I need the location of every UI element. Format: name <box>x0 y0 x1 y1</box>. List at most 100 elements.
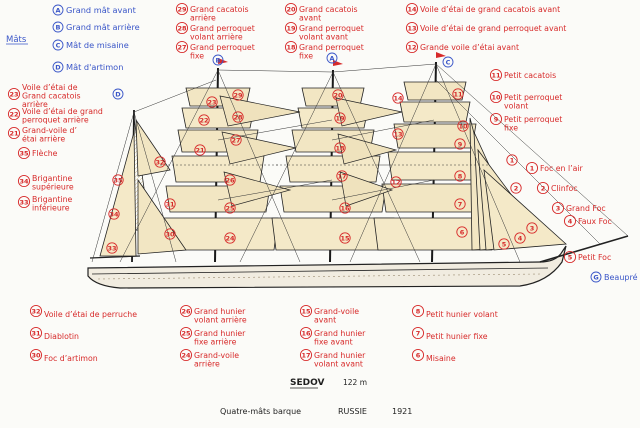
legend-8-marker-text: 8 <box>416 307 421 315</box>
legend-19-marker: 19 <box>284 21 298 35</box>
mast-legend-d-marker-text: D <box>55 63 61 71</box>
legend-6-label: Misaine <box>426 354 456 363</box>
legend-beaupre-marker: G <box>590 271 602 283</box>
sail-8-marker: 8 <box>454 170 466 182</box>
legend-20-marker-text: 20 <box>286 5 296 13</box>
sail-23-marker-text: 23 <box>207 98 216 106</box>
sail-29-marker-text: 29 <box>233 91 243 99</box>
sail-17-marker: 17 <box>336 170 348 182</box>
mast-legend-b-marker-text: B <box>56 23 61 31</box>
legend-beaupre-label: Beaupré <box>604 272 638 282</box>
legend-32-label: Voile d’étai de perruche <box>44 310 137 319</box>
sail-7-marker-text: 7 <box>458 200 463 208</box>
legend-24-marker-text: 24 <box>181 351 191 359</box>
sail-14-marker-text: 14 <box>393 94 403 102</box>
sail-2-marker-text: 2 <box>514 184 519 192</box>
legend-20-marker: 20 <box>284 2 298 16</box>
legend-3-marker: 3 <box>551 201 565 215</box>
masts-heading: Mâts <box>6 35 27 45</box>
legend-19-marker-text: 19 <box>286 24 296 32</box>
legend-11-label: Petit cacatois <box>504 71 556 80</box>
sail-10-marker: 10 <box>457 120 469 132</box>
sail-18-marker-text: 18 <box>335 144 345 152</box>
legend-16-marker: 16 <box>299 326 313 340</box>
sail-1-marker: 1 <box>506 154 518 166</box>
ship-hull <box>87 235 629 289</box>
headsails <box>469 117 567 251</box>
sail-6-marker: 6 <box>456 226 468 238</box>
sail-6-marker-text: 6 <box>460 228 465 236</box>
legend-15-marker: 15 <box>299 304 313 318</box>
ship-type: Quatre-mâts barque <box>220 407 301 416</box>
sail-32-marker-text: 32 <box>155 158 164 166</box>
legend-12-marker: 12 <box>405 40 419 54</box>
sail-25-marker: 25 <box>224 202 236 214</box>
legend-17-marker-text: 17 <box>301 351 310 359</box>
sail-34-marker-text: 34 <box>109 210 119 218</box>
mast-D-marker: D <box>112 88 124 100</box>
legend-28-marker: 28 <box>175 21 189 35</box>
sails-mast-D <box>99 117 187 257</box>
legend-1-marker-text: 1 <box>530 164 535 172</box>
legend-35-marker: 35 <box>17 146 31 160</box>
legend-33-marker-text: 33 <box>19 198 28 206</box>
sail-30-marker-text: 30 <box>165 230 175 238</box>
sail-25-marker-text: 25 <box>225 204 235 212</box>
legend-6-marker: 6 <box>411 348 425 362</box>
legend-22-marker-text: 22 <box>9 110 18 118</box>
legend-32-marker-text: 32 <box>31 307 40 315</box>
sail-22-marker: 22 <box>198 114 210 126</box>
sail-2-marker: 2 <box>510 182 522 194</box>
mast-legend-d-marker: D <box>52 61 64 73</box>
sail-23-marker: 23 <box>206 96 218 108</box>
legend-29-marker: 29 <box>175 2 189 16</box>
legend-6-marker-text: 6 <box>416 351 421 359</box>
legend-21-marker-text: 21 <box>9 129 19 137</box>
legend-4-marker-text: 4 <box>568 217 573 225</box>
sails-mast-C <box>373 81 497 251</box>
sail-35-marker: 35 <box>112 174 124 186</box>
sail-17-marker-text: 17 <box>337 172 346 180</box>
sail-26-marker: 26 <box>224 174 236 186</box>
mast-legend-a-marker-text: A <box>55 6 60 14</box>
bowsprit <box>539 235 629 263</box>
sail-5-marker-text: 5 <box>502 240 507 248</box>
legend-16-marker-text: 16 <box>301 329 311 337</box>
sail-21-marker: 21 <box>194 144 206 156</box>
legend-8-label: Petit hunier volant <box>426 310 498 319</box>
sail-18-marker: 18 <box>334 142 346 154</box>
sail-8-marker-text: 8 <box>458 172 463 180</box>
legend-28-marker-text: 28 <box>177 24 187 32</box>
sail-19-marker: 19 <box>334 112 346 124</box>
legend-2-marker-text: 2 <box>541 184 546 192</box>
sail-35-marker-text: 35 <box>113 176 123 184</box>
legend-35-label: Flèche <box>32 149 58 158</box>
sail-number-markers: 2928272625242019181716151110987623222114… <box>106 88 538 254</box>
legend-33-marker: 33 <box>17 195 31 209</box>
sail-13-marker-text: 13 <box>393 130 402 138</box>
legend-10-marker: 10 <box>489 90 503 104</box>
legend-25-marker: 25 <box>179 326 193 340</box>
sail-31-marker: 31 <box>164 198 176 210</box>
legend-34-marker: 34 <box>17 174 31 188</box>
legend-14-marker: 14 <box>405 2 419 16</box>
mast-legend-d-label: Mât d'artimon <box>66 62 123 72</box>
legend-29-marker-text: 29 <box>177 5 187 13</box>
legend-5-marker: 5 <box>563 250 577 264</box>
sail-12-marker: 12 <box>390 176 402 188</box>
ship-length: 122 m <box>343 378 367 387</box>
sail-15-marker-text: 15 <box>340 234 350 242</box>
sail-29-marker: 29 <box>232 89 244 101</box>
legend-2-marker: 2 <box>536 181 550 195</box>
